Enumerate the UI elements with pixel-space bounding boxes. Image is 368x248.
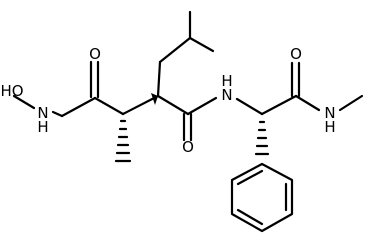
atom-label-h-amide: H [221,72,232,90]
central-stereocenter [121,93,190,116]
atom-label-h-hydroxamide: H [37,118,48,136]
atom-label-h-methylamide: H [324,118,335,136]
atom-label-ho: HO [0,82,23,100]
alpha-carbon [235,94,298,156]
atom-label-o-carbonyl-2: O [182,138,194,156]
methylamide-fragment [290,61,364,112]
atom-label-o-carbonyl-3: O [290,45,302,63]
atom-label-n-hydroxamide: N [37,104,48,122]
hydroxamide-fragment [12,60,132,163]
isobutyl-group [156,10,215,98]
atom-label-n-amide: N [221,86,232,104]
phenyl-ring [230,162,294,233]
atom-label-n-methylamide: N [324,104,335,122]
amide-linkage [182,96,218,142]
atom-label-o-carbonyl-1: O [89,45,101,63]
